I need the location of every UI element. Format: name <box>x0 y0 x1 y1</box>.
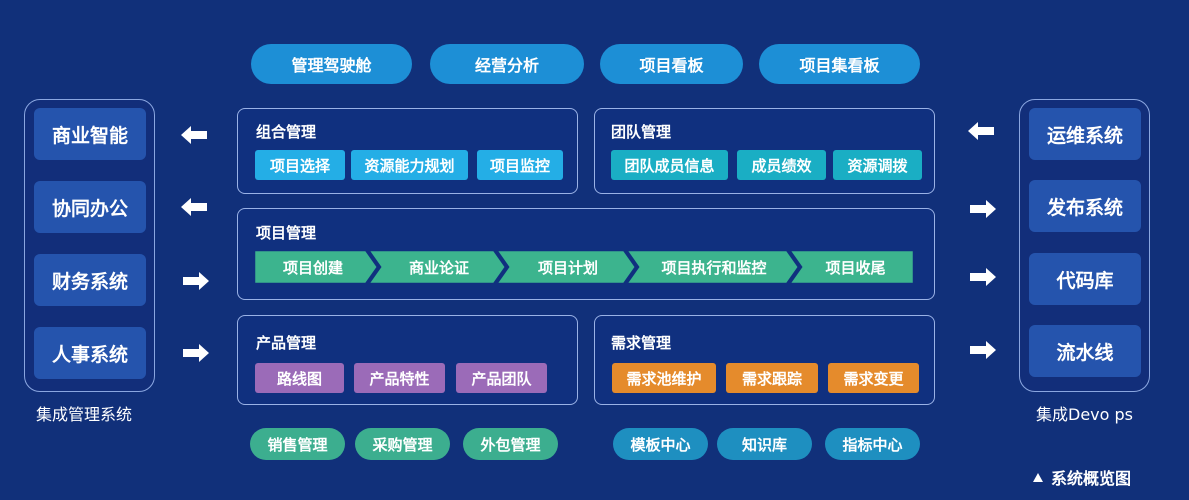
side-item-business-intelligence[interactable]: 商业智能 <box>34 108 146 160</box>
side-item-release-system[interactable]: 发布系统 <box>1029 180 1141 232</box>
top-pill-program-board[interactable]: 项目集看板 <box>759 44 920 84</box>
side-item-collaborative-office[interactable]: 协同办公 <box>34 181 146 233</box>
tag-requirement-pool[interactable]: 需求池维护 <box>612 363 716 393</box>
triangle-up-icon <box>1033 472 1043 482</box>
panel-requirement-management: 需求管理 需求池维护 需求跟踪 需求变更 <box>594 315 935 405</box>
tag-team-member-info[interactable]: 团队成员信息 <box>611 150 728 180</box>
tag-roadmap[interactable]: 路线图 <box>255 363 344 393</box>
bottom-pill-outsourcing-management[interactable]: 外包管理 <box>463 428 558 460</box>
arrow-right-icon <box>183 344 209 362</box>
tag-resource-allocation[interactable]: 资源调拨 <box>833 150 922 180</box>
bottom-pill-procurement-management[interactable]: 采购管理 <box>355 428 450 460</box>
side-item-hr-system[interactable]: 人事系统 <box>34 327 146 379</box>
panel-product-management: 产品管理 路线图 产品特性 产品团队 <box>237 315 578 405</box>
tag-requirement-change[interactable]: 需求变更 <box>828 363 919 393</box>
tag-capacity-planning[interactable]: 资源能力规划 <box>351 150 468 180</box>
left-column-caption: 集成管理系统 <box>36 405 133 424</box>
arrow-left-icon <box>181 126 207 144</box>
bottom-pill-sales-management[interactable]: 销售管理 <box>250 428 345 460</box>
figure-caption-label: 系统概览图 <box>1051 469 1132 488</box>
side-item-code-repo[interactable]: 代码库 <box>1029 253 1141 305</box>
project-lifecycle-pipeline: 项目创建 商业论证 项目计划 项目执行和监控 项目收尾 <box>254 250 914 284</box>
top-pill-business-analysis[interactable]: 经营分析 <box>430 44 584 84</box>
bottom-pill-knowledge-base[interactable]: 知识库 <box>717 428 812 460</box>
arrow-right-icon <box>970 200 996 218</box>
stage-business-case[interactable]: 商业论证 <box>408 258 469 277</box>
panel-portfolio-management: 组合管理 项目选择 资源能力规划 项目监控 <box>237 108 578 194</box>
panel-title: 产品管理 <box>256 334 317 352</box>
top-pill-project-board[interactable]: 项目看板 <box>600 44 743 84</box>
arrow-right-icon <box>970 268 996 286</box>
side-item-pipeline[interactable]: 流水线 <box>1029 325 1141 377</box>
tag-project-monitoring[interactable]: 项目监控 <box>477 150 563 180</box>
stage-project-closure[interactable]: 项目收尾 <box>825 258 886 277</box>
tag-product-team[interactable]: 产品团队 <box>456 363 547 393</box>
top-pill-cockpit[interactable]: 管理驾驶舱 <box>251 44 412 84</box>
tag-product-features[interactable]: 产品特性 <box>354 363 445 393</box>
arrow-left-icon <box>968 122 994 140</box>
bottom-pill-template-center[interactable]: 模板中心 <box>613 428 708 460</box>
tag-member-performance[interactable]: 成员绩效 <box>737 150 826 180</box>
side-item-ops-system[interactable]: 运维系统 <box>1029 108 1141 160</box>
arrow-left-icon <box>181 198 207 216</box>
bottom-pill-metrics-center[interactable]: 指标中心 <box>825 428 920 460</box>
tag-requirement-tracking[interactable]: 需求跟踪 <box>726 363 818 393</box>
figure-caption: 系统概览图 <box>1033 465 1131 489</box>
tag-project-selection[interactable]: 项目选择 <box>255 150 345 180</box>
panel-title: 团队管理 <box>611 123 672 141</box>
arrow-right-icon <box>970 341 996 359</box>
stage-project-creation[interactable]: 项目创建 <box>282 258 343 277</box>
stage-project-planning[interactable]: 项目计划 <box>537 258 598 277</box>
panel-title: 项目管理 <box>256 224 317 242</box>
side-item-finance-system[interactable]: 财务系统 <box>34 254 146 306</box>
arrow-right-icon <box>183 272 209 290</box>
panel-title: 需求管理 <box>611 334 672 352</box>
right-column-caption: 集成Devo ps <box>1036 405 1134 424</box>
stage-execution-monitoring[interactable]: 项目执行和监控 <box>661 258 767 277</box>
panel-title: 组合管理 <box>256 123 317 141</box>
panel-team-management: 团队管理 团队成员信息 成员绩效 资源调拨 <box>594 108 935 194</box>
